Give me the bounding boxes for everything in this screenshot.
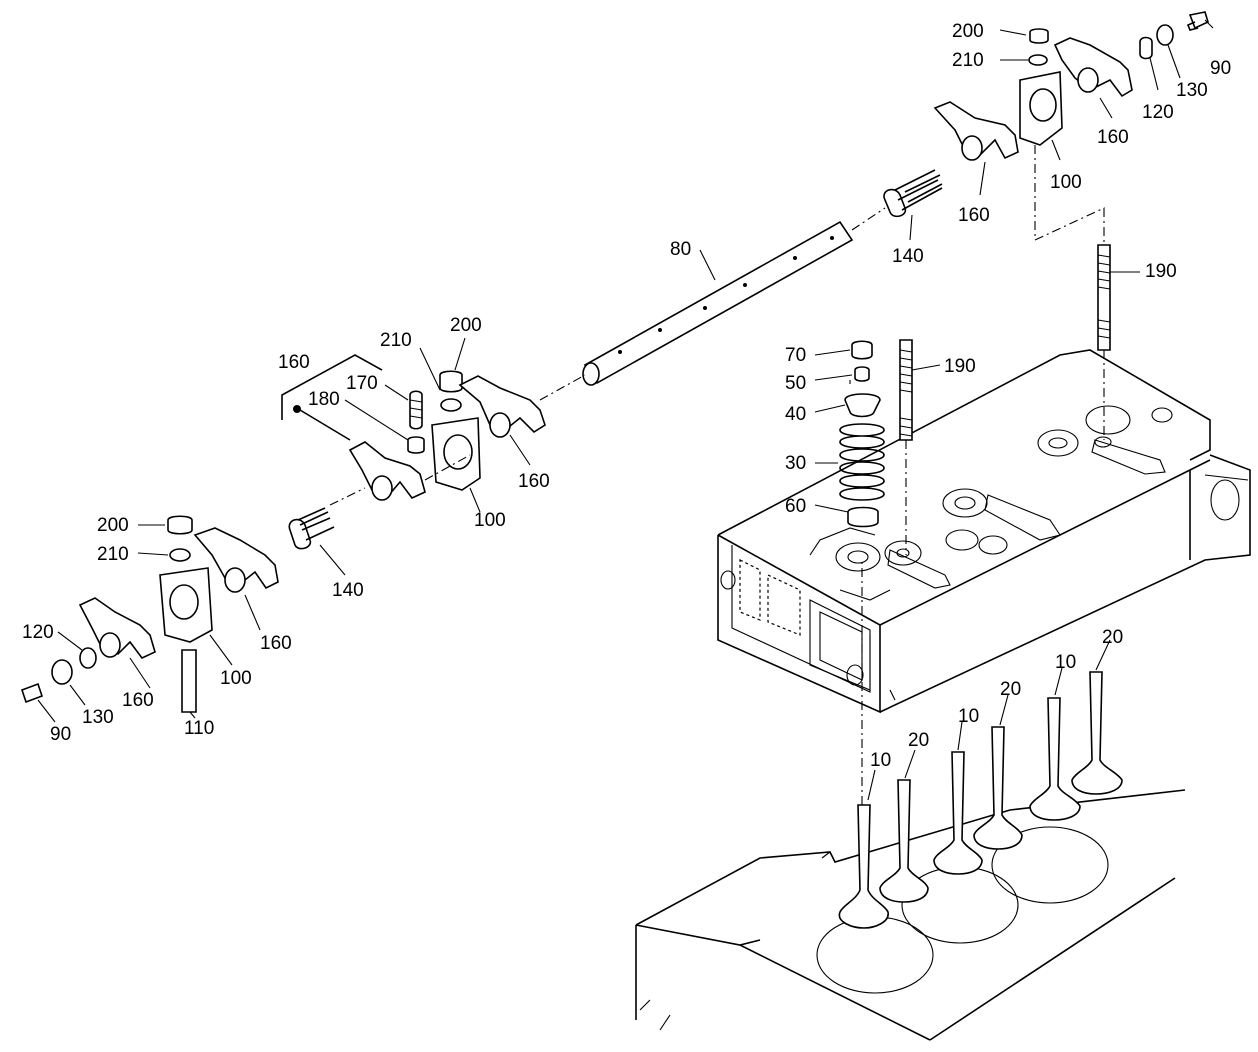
callout-180: 180 [308,389,340,410]
callout-30: 30 [785,453,806,474]
callout-160: 160 [1097,127,1129,148]
callout-130: 130 [1176,80,1208,101]
callout-100: 100 [474,510,506,531]
valve-20-a [879,779,929,903]
callout-50: 50 [785,373,806,394]
callout-160: 160 [260,633,292,654]
callout-210: 210 [952,50,984,71]
callout-100: 100 [220,668,252,689]
callout-40: 40 [785,404,806,425]
engine-block [635,789,1186,1041]
callout-200: 200 [450,315,482,336]
callout-60: 60 [785,496,806,517]
callout-100: 100 [1050,172,1082,193]
callout-160: 160 [278,352,310,373]
valve-20-c [1071,671,1123,795]
callout-120: 120 [1142,102,1174,123]
rocker-group-top-right [883,11,1209,218]
stud-190-a [899,339,913,555]
cylinder-head [717,349,1251,714]
valve-20-b [973,726,1023,850]
valve-spring-stack [839,340,885,528]
callout-190: 190 [1145,261,1177,282]
valve-10-c [1029,697,1081,821]
callout-labels: 200 210 90 130 120 160 100 160 140 190 8… [22,21,1231,771]
callout-160: 160 [958,205,990,226]
callout-210: 210 [97,544,129,565]
callout-170: 170 [346,373,378,394]
valve-10-b [933,751,983,875]
leader-lines [37,19,1214,801]
callout-120: 120 [22,622,54,643]
callout-160: 160 [518,471,550,492]
callout-70: 70 [785,345,806,366]
callout-190: 190 [944,356,976,377]
stud-190-b [1034,145,1111,440]
callout-10: 10 [958,706,979,727]
callout-140: 140 [332,580,364,601]
callout-20: 20 [1000,679,1021,700]
callout-80: 80 [670,239,691,260]
callout-210: 210 [380,330,412,351]
callout-20: 20 [908,730,929,751]
rocker-group-middle [288,370,546,550]
valve-10-a [838,804,889,929]
rocker-group-left [20,515,279,713]
callout-10: 10 [870,750,891,771]
callout-200: 200 [97,515,129,536]
callout-140: 140 [892,246,924,267]
callout-110: 110 [184,718,214,739]
valves [838,560,1123,929]
callout-200: 200 [952,21,984,42]
callout-10: 10 [1055,652,1076,673]
callout-20: 20 [1102,627,1123,648]
rocker-shaft [539,207,886,401]
callout-130: 130 [82,707,114,728]
callout-90: 90 [50,724,71,745]
bracket-160 [281,354,383,441]
callout-90: 90 [1210,58,1231,79]
callout-160: 160 [122,690,154,711]
